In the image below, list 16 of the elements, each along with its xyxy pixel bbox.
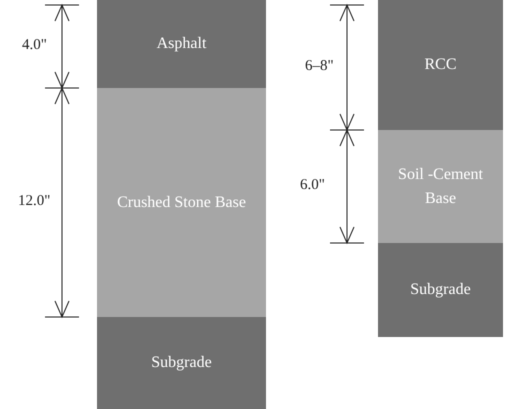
dimension-text: 4.0" [22,36,47,54]
layer-label: Subgrade [410,280,471,300]
pavement-layer [97,88,266,317]
pavement-layer [97,317,266,409]
pavement-layer [378,243,503,337]
dimension-text: 6.0" [300,176,325,194]
dimension-text: 12.0" [18,192,50,210]
pavement-layer [97,0,266,88]
layer-label: Soil -Cement Base [397,164,484,208]
dimension-text: 6–8" [305,58,334,74]
layer-label: Asphalt [156,34,206,54]
layer-label: RCC [424,55,456,75]
pavement-layer [378,130,503,243]
layer-label: Crushed Stone Base [117,192,246,212]
layer-label: Subgrade [151,353,212,373]
pavement-layer [378,0,503,130]
